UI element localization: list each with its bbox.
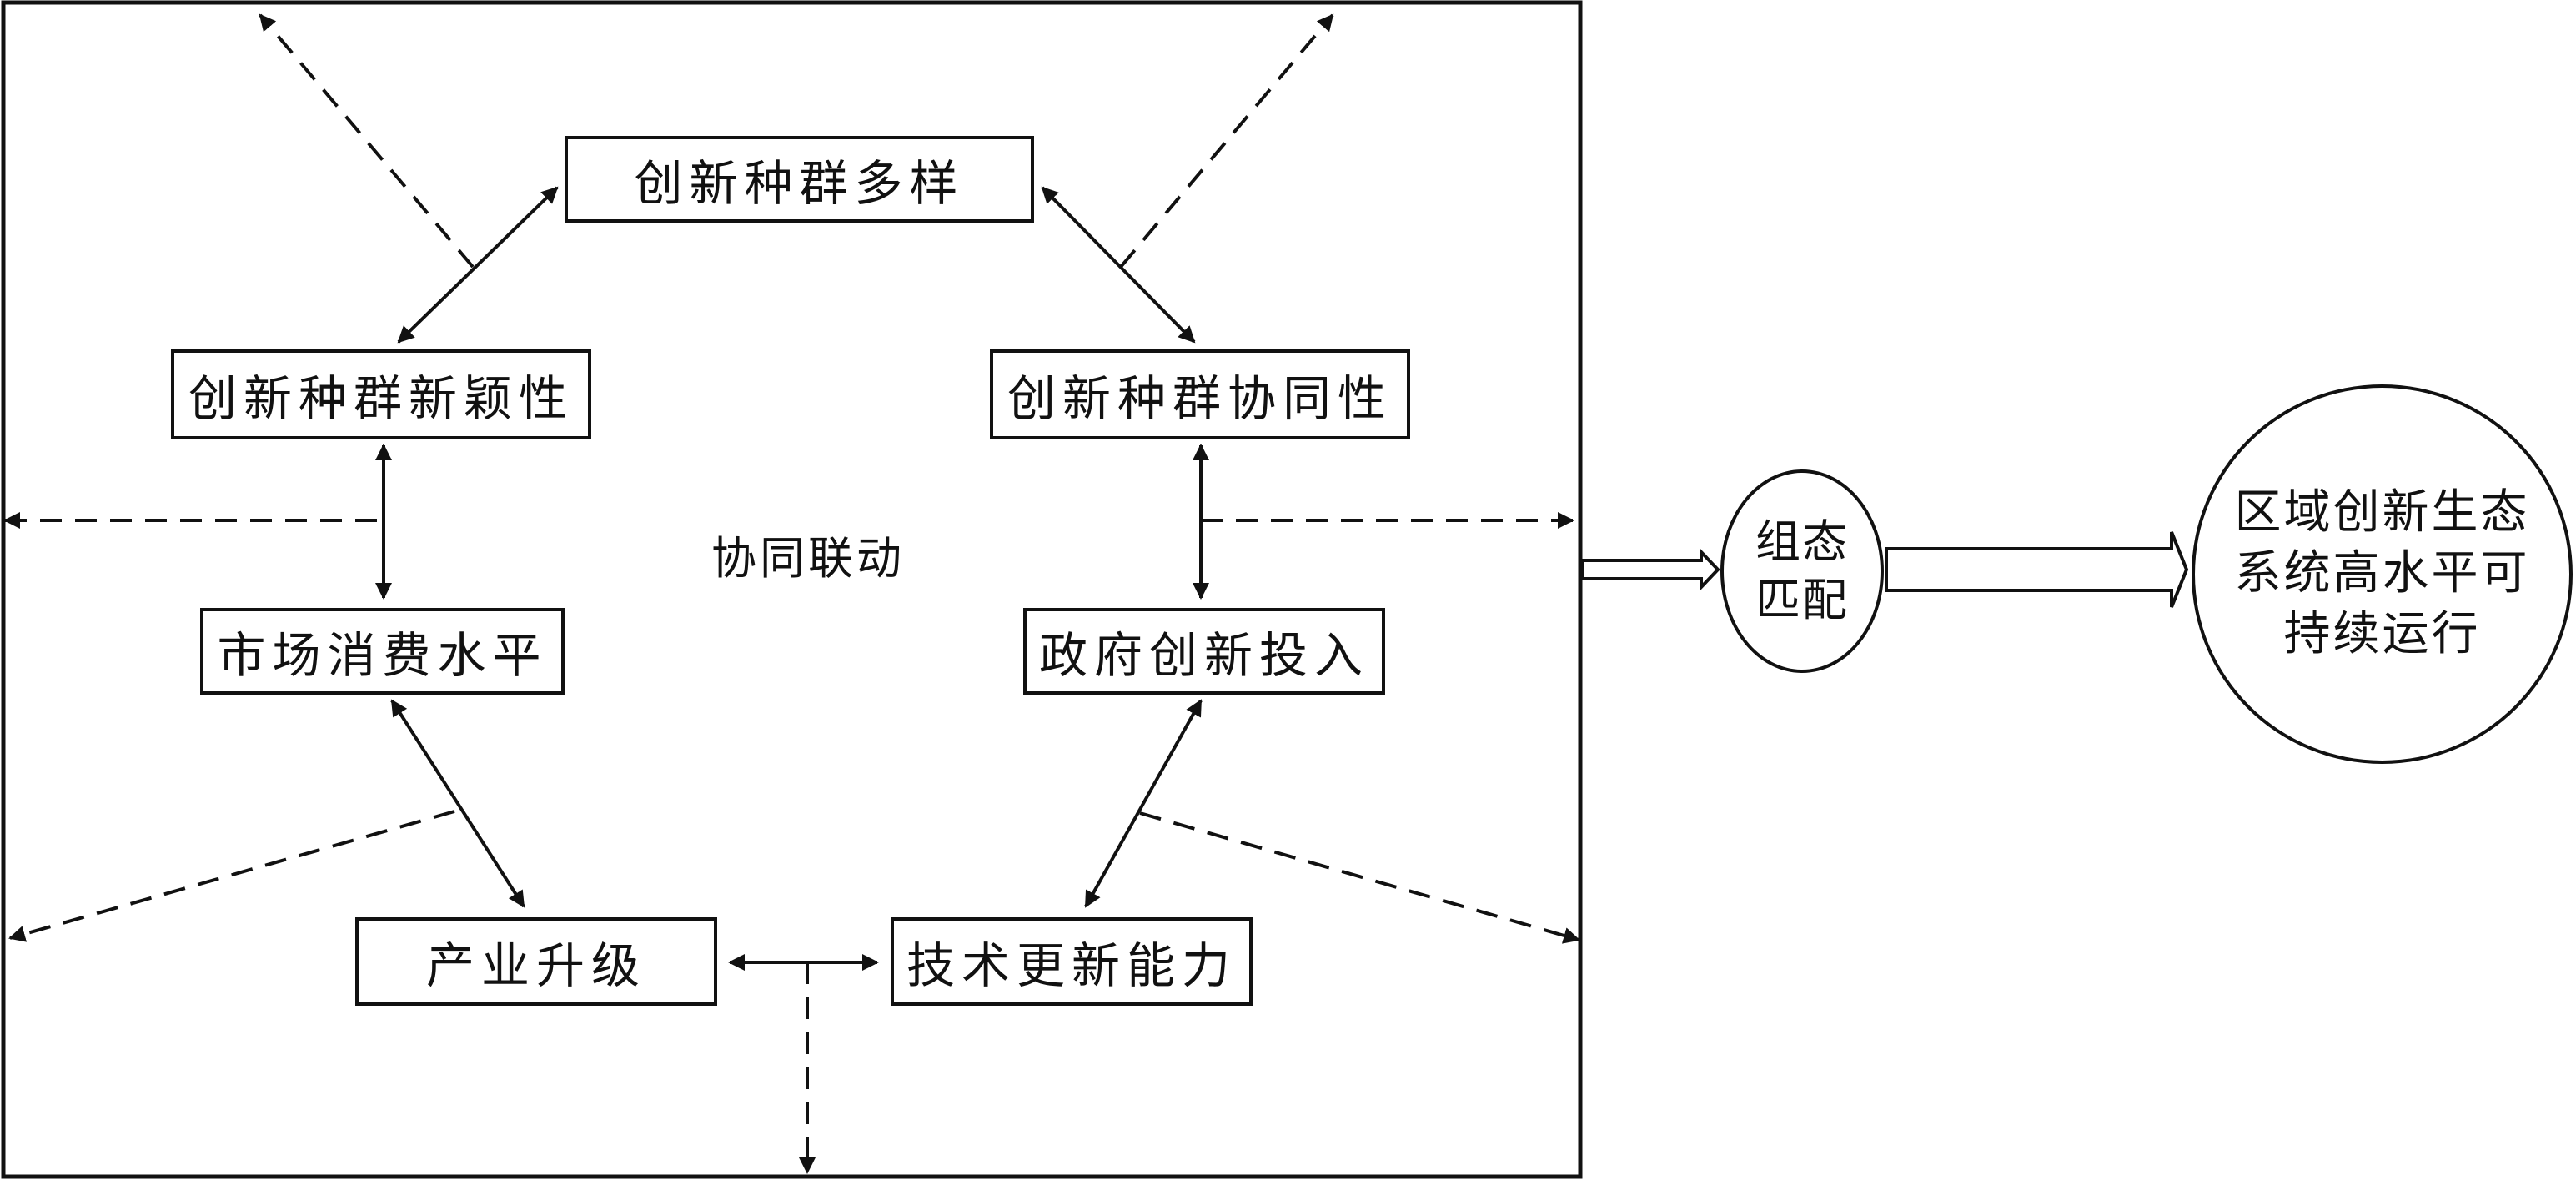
dashed-arrow-lower-left <box>8 810 455 942</box>
dashed-arrow-lower-right <box>1139 811 1580 944</box>
outward-dashed-arrows <box>3 13 1580 1174</box>
node-industry-upgrade: 产业升级 <box>355 917 717 1006</box>
outcome-line1: 区域创新生态 <box>2234 485 2530 540</box>
dashed-arrow-upper-left <box>259 13 475 269</box>
outcome-line2: 系统高水平可 <box>2234 546 2530 601</box>
config-match-line2: 匹配 <box>1755 574 1849 626</box>
link-consumption-industry <box>390 699 525 908</box>
link-novelty-diversity <box>397 186 559 344</box>
node-government-innovation-input: 政府创新投入 <box>1023 608 1385 695</box>
outcome-line3: 持续运行 <box>2283 606 2481 661</box>
link-gov-tech <box>1084 699 1203 908</box>
center-label-synergistic-linkage: 协同联动 <box>711 532 905 585</box>
node-market-consumption-level: 市场消费水平 <box>200 608 565 695</box>
outcome-oval: 区域创新生态 系统高水平可 持续运行 <box>2192 384 2573 764</box>
dashed-arrow-upper-right <box>1119 13 1334 269</box>
hollow-arrow-match-to-outcome <box>1885 531 2189 608</box>
link-diversity-synergy <box>1041 186 1196 344</box>
node-innovation-population-novelty: 创新种群新颖性 <box>171 349 591 439</box>
node-technology-update-capability: 技术更新能力 <box>891 917 1253 1006</box>
cycle-links <box>375 186 1209 971</box>
system-frame <box>1 0 1583 1179</box>
node-innovation-population-diversity: 创新种群多样 <box>565 136 1034 223</box>
config-match-line1: 组态 <box>1755 515 1849 568</box>
config-match-oval: 组态 匹配 <box>1720 469 1884 673</box>
hollow-arrow-frame-to-match <box>1580 548 1720 591</box>
node-innovation-population-synergy: 创新种群协同性 <box>990 349 1410 439</box>
